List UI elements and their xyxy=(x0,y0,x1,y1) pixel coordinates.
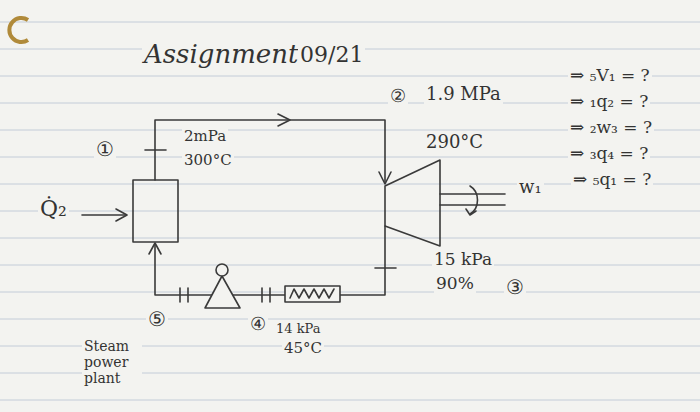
sketch-label: ⇒ ₃q₄ = ? xyxy=(568,144,650,164)
condenser-coil xyxy=(290,289,334,298)
return-pipe xyxy=(155,226,385,295)
turbine-symbol xyxy=(385,160,440,246)
flow-arrow xyxy=(379,172,391,184)
boiler-box xyxy=(133,180,178,242)
sketch-label: 2mPa xyxy=(182,128,228,145)
rotation-arrow xyxy=(466,209,476,215)
sketch-label: ③ xyxy=(504,276,526,299)
rotation-arrow xyxy=(470,186,478,214)
state-tick xyxy=(179,288,181,302)
sketch-label: ⇒ ₁q₂ = ? xyxy=(568,92,650,112)
heat-arrow xyxy=(116,209,127,221)
sketch-label: ④ xyxy=(248,314,268,335)
sketch-label: 300°C xyxy=(182,152,234,169)
state-tick xyxy=(261,288,263,302)
sketch-label: ⇒ ₂w₃ = ? xyxy=(568,118,654,138)
sketch-label: 1.9 MPa xyxy=(424,84,503,105)
turbine-shaft xyxy=(440,193,505,195)
sketch-label: 45°C xyxy=(282,340,324,357)
corner-icon xyxy=(9,18,28,42)
state-tick xyxy=(187,288,189,302)
sketch-label: w₁ xyxy=(517,177,544,198)
state-tick xyxy=(269,288,271,302)
state-tick xyxy=(375,267,396,269)
sketch-label: 90% xyxy=(434,274,476,294)
sketch-label: ① xyxy=(94,138,116,161)
turbine-shaft xyxy=(440,204,505,206)
flow-arrow xyxy=(278,114,290,126)
sketch-label: 290°C xyxy=(424,132,485,153)
ruled-lines xyxy=(0,22,700,400)
sketch-label: Q̇₂ xyxy=(38,196,69,221)
heat-arrow xyxy=(82,214,126,216)
state-tick xyxy=(145,149,166,151)
steam-pipe xyxy=(155,120,385,182)
sketch-label: ⇒ ₅q₁ = ? xyxy=(571,170,653,190)
page-title: Assignment xyxy=(142,40,300,70)
sketch-label: ② xyxy=(388,86,408,107)
sketch-label: ⇒ ₅V₁ = ? xyxy=(568,66,652,86)
flow-arrow xyxy=(149,243,161,254)
sketch-label: 09/21 xyxy=(298,42,365,67)
sketch-label: 14 kPa xyxy=(274,322,322,337)
sketch-label: 15 kPa xyxy=(432,250,494,270)
sketch-label: ⑤ xyxy=(146,308,168,331)
sketch-label: Steam power plant xyxy=(82,338,142,386)
pump-symbol xyxy=(216,264,228,276)
pump-symbol xyxy=(205,276,240,308)
condenser-box xyxy=(285,286,340,302)
